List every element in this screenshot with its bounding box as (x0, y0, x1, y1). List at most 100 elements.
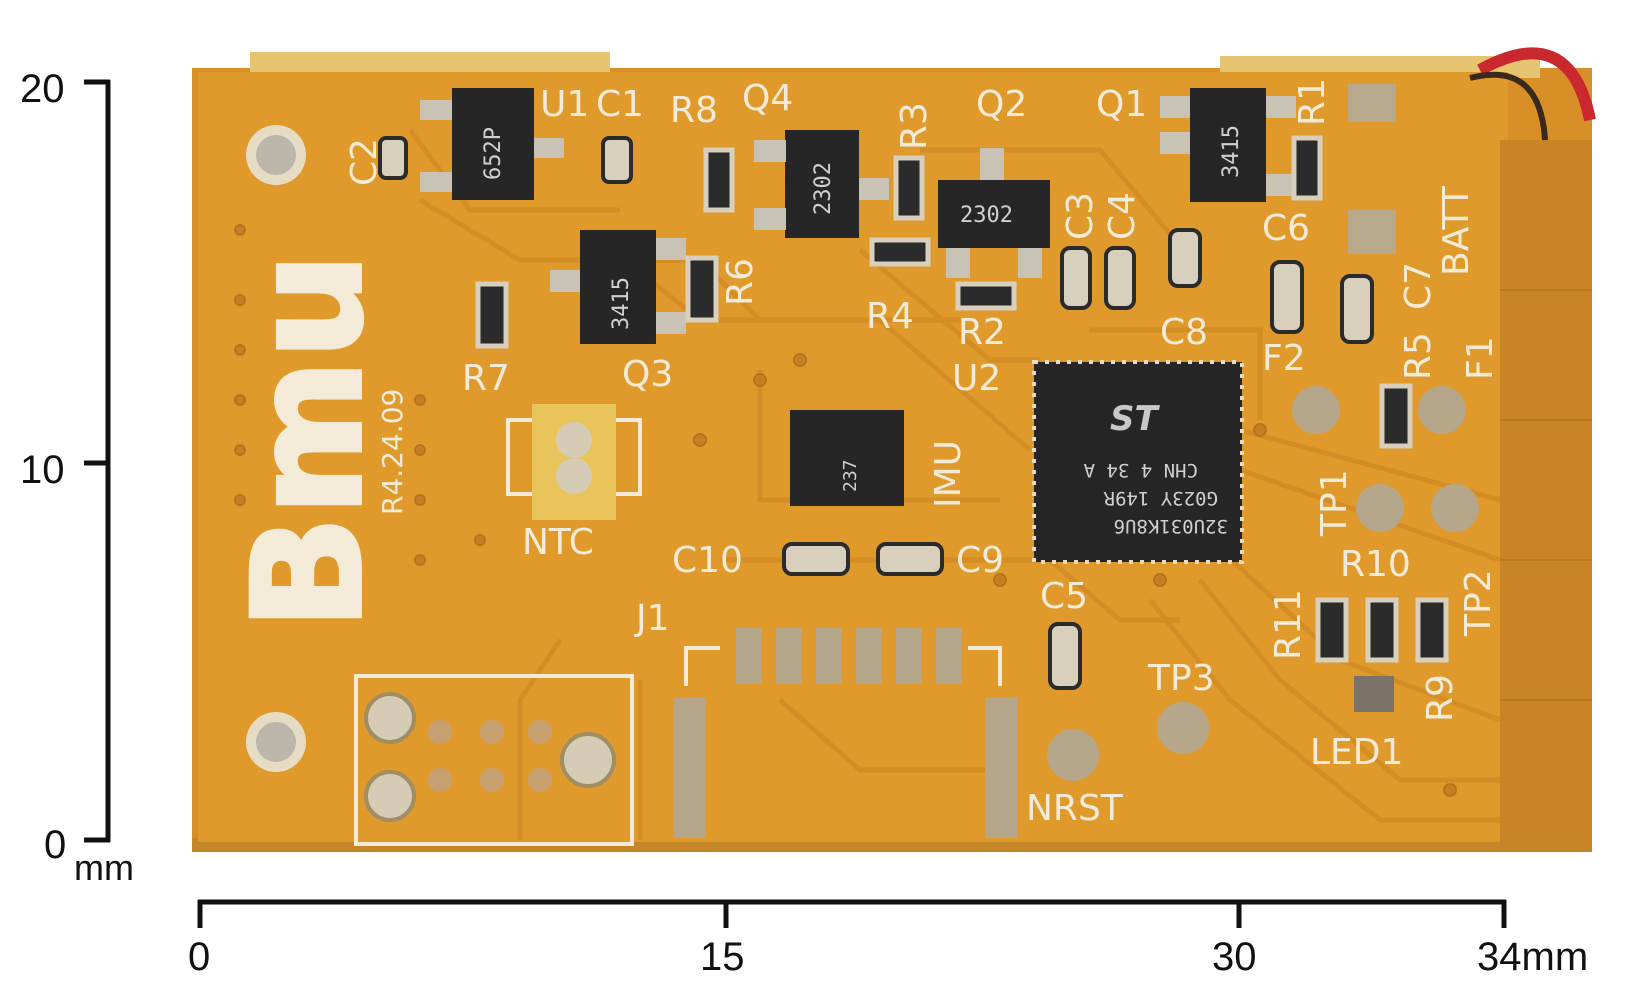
c2-label: C2 (344, 138, 385, 186)
programming-pads (354, 674, 634, 846)
q3-transistor: 3415 (550, 230, 686, 344)
mounting-hole (246, 712, 306, 772)
ntc-label: NTC (522, 522, 594, 563)
x-tick-label: 15 (700, 935, 745, 979)
nrst-pad (1047, 729, 1099, 781)
tp1-label: TP1 (1314, 469, 1355, 537)
c3-label: C3 (1060, 192, 1101, 240)
imu-label: IMU (928, 440, 969, 508)
y-unit-label: mm (74, 847, 134, 888)
f1-pad (1418, 386, 1466, 434)
u1-chip: 652P (420, 88, 564, 200)
c8-label: C8 (1160, 312, 1208, 353)
r2-label: R2 (958, 312, 1006, 353)
c4-capacitor (1104, 246, 1136, 310)
c5-capacitor (1048, 622, 1082, 690)
r5-resistor (1340, 274, 1374, 344)
q2-marking: 2302 (960, 203, 1013, 228)
q4-marking: 2302 (811, 162, 836, 215)
r6-resistor (685, 255, 719, 323)
batt-label: BATT (1436, 185, 1477, 276)
c5-label: C5 (1040, 576, 1088, 617)
y-scale-bar (84, 79, 111, 843)
tp1-pad (1356, 484, 1404, 532)
q3-marking: 3415 (609, 277, 634, 330)
c10-label: C10 (672, 540, 743, 581)
q1-transistor: 3415 (1160, 88, 1296, 202)
led1 (1354, 676, 1394, 712)
x-scale-bar (197, 899, 1507, 928)
r11-resistor (1315, 597, 1349, 663)
r9-label: R9 (1420, 674, 1461, 722)
r8-label: R8 (670, 90, 718, 131)
c1-capacitor (601, 136, 633, 184)
ntc-thermistor (506, 404, 642, 520)
j1-connector (674, 628, 1017, 838)
tp3-pad (1157, 702, 1209, 754)
st-logo: ST (1110, 399, 1160, 439)
r6-label: R6 (720, 258, 761, 306)
u1-label: U1 (540, 84, 589, 125)
y-tick-label: 10 (20, 448, 65, 492)
c3-capacitor (1060, 246, 1092, 310)
test-pad (1292, 386, 1340, 434)
mcu-u2-chip: ST 32U031K8U6 G023Y 149R CHN 4 34 A (1032, 360, 1244, 564)
r3-resistor (893, 155, 925, 221)
j1-label: J1 (634, 598, 670, 639)
r2-resistor (955, 281, 1017, 311)
r4-resistor (869, 237, 931, 267)
led1-label: LED1 (1310, 732, 1403, 773)
f1-label: F1 (1460, 336, 1501, 380)
imu-marking: 237 (840, 459, 861, 492)
tp2-pad (1431, 484, 1479, 532)
c1-label: C1 (596, 84, 644, 125)
q1-label: Q1 (1096, 84, 1147, 125)
pcb-board (192, 47, 1596, 852)
c2-capacitor (378, 136, 408, 180)
q4-transistor: 2302 (754, 130, 889, 238)
u1-marking: 652P (481, 127, 506, 180)
r5-label: R5 (1398, 332, 1439, 380)
c7-label: C7 (1398, 262, 1439, 310)
r1-resistor (1291, 135, 1323, 201)
nrst-label: NRST (1026, 788, 1124, 829)
c9-label: C9 (956, 540, 1004, 581)
imu-chip: 237 (790, 410, 904, 506)
r1-label: R1 (1292, 78, 1333, 126)
batt-pad (1348, 84, 1396, 122)
f2-fuse (1270, 260, 1304, 334)
c9-capacitor (876, 542, 944, 576)
c10-capacitor (782, 542, 850, 576)
y-tick-label: 0 (44, 823, 66, 867)
r3-label: R3 (894, 102, 935, 150)
board-revision: R4.24.09 (376, 389, 409, 515)
c8-capacitor (1168, 228, 1202, 288)
r9-resistor (1415, 597, 1449, 663)
mcu-marking-line: 32U031K8U6 (1114, 515, 1228, 537)
tp2-label: TP2 (1458, 569, 1499, 637)
x-tick-label: 34mm (1477, 935, 1588, 979)
mounting-hole (246, 125, 306, 185)
r-resistor (1379, 383, 1413, 449)
r7-resistor (475, 281, 509, 349)
q2-label: Q2 (976, 84, 1027, 125)
tp3-label: TP3 (1147, 658, 1215, 699)
y-tick-label: 20 (20, 67, 65, 111)
r7-label: R7 (462, 358, 510, 399)
c4-label: C4 (1102, 192, 1143, 240)
r4-label: R4 (866, 296, 914, 337)
mcu-marking-line: G023Y 149R (1103, 487, 1218, 509)
q2-transistor: 2302 (938, 148, 1050, 278)
q3-label: Q3 (622, 354, 673, 395)
u2-label: U2 (952, 358, 1001, 399)
r10-resistor (1365, 597, 1399, 663)
x-tick-label: 30 (1212, 935, 1257, 979)
q1-marking: 3415 (1219, 125, 1244, 178)
mcu-marking-line: CHN 4 34 A (1083, 459, 1198, 481)
x-tick-label: 0 (188, 935, 210, 979)
r11-label: R11 (1268, 589, 1309, 660)
batt-pad (1348, 210, 1396, 254)
c6-label: C6 (1262, 208, 1310, 249)
f2-label: F2 (1262, 338, 1306, 379)
